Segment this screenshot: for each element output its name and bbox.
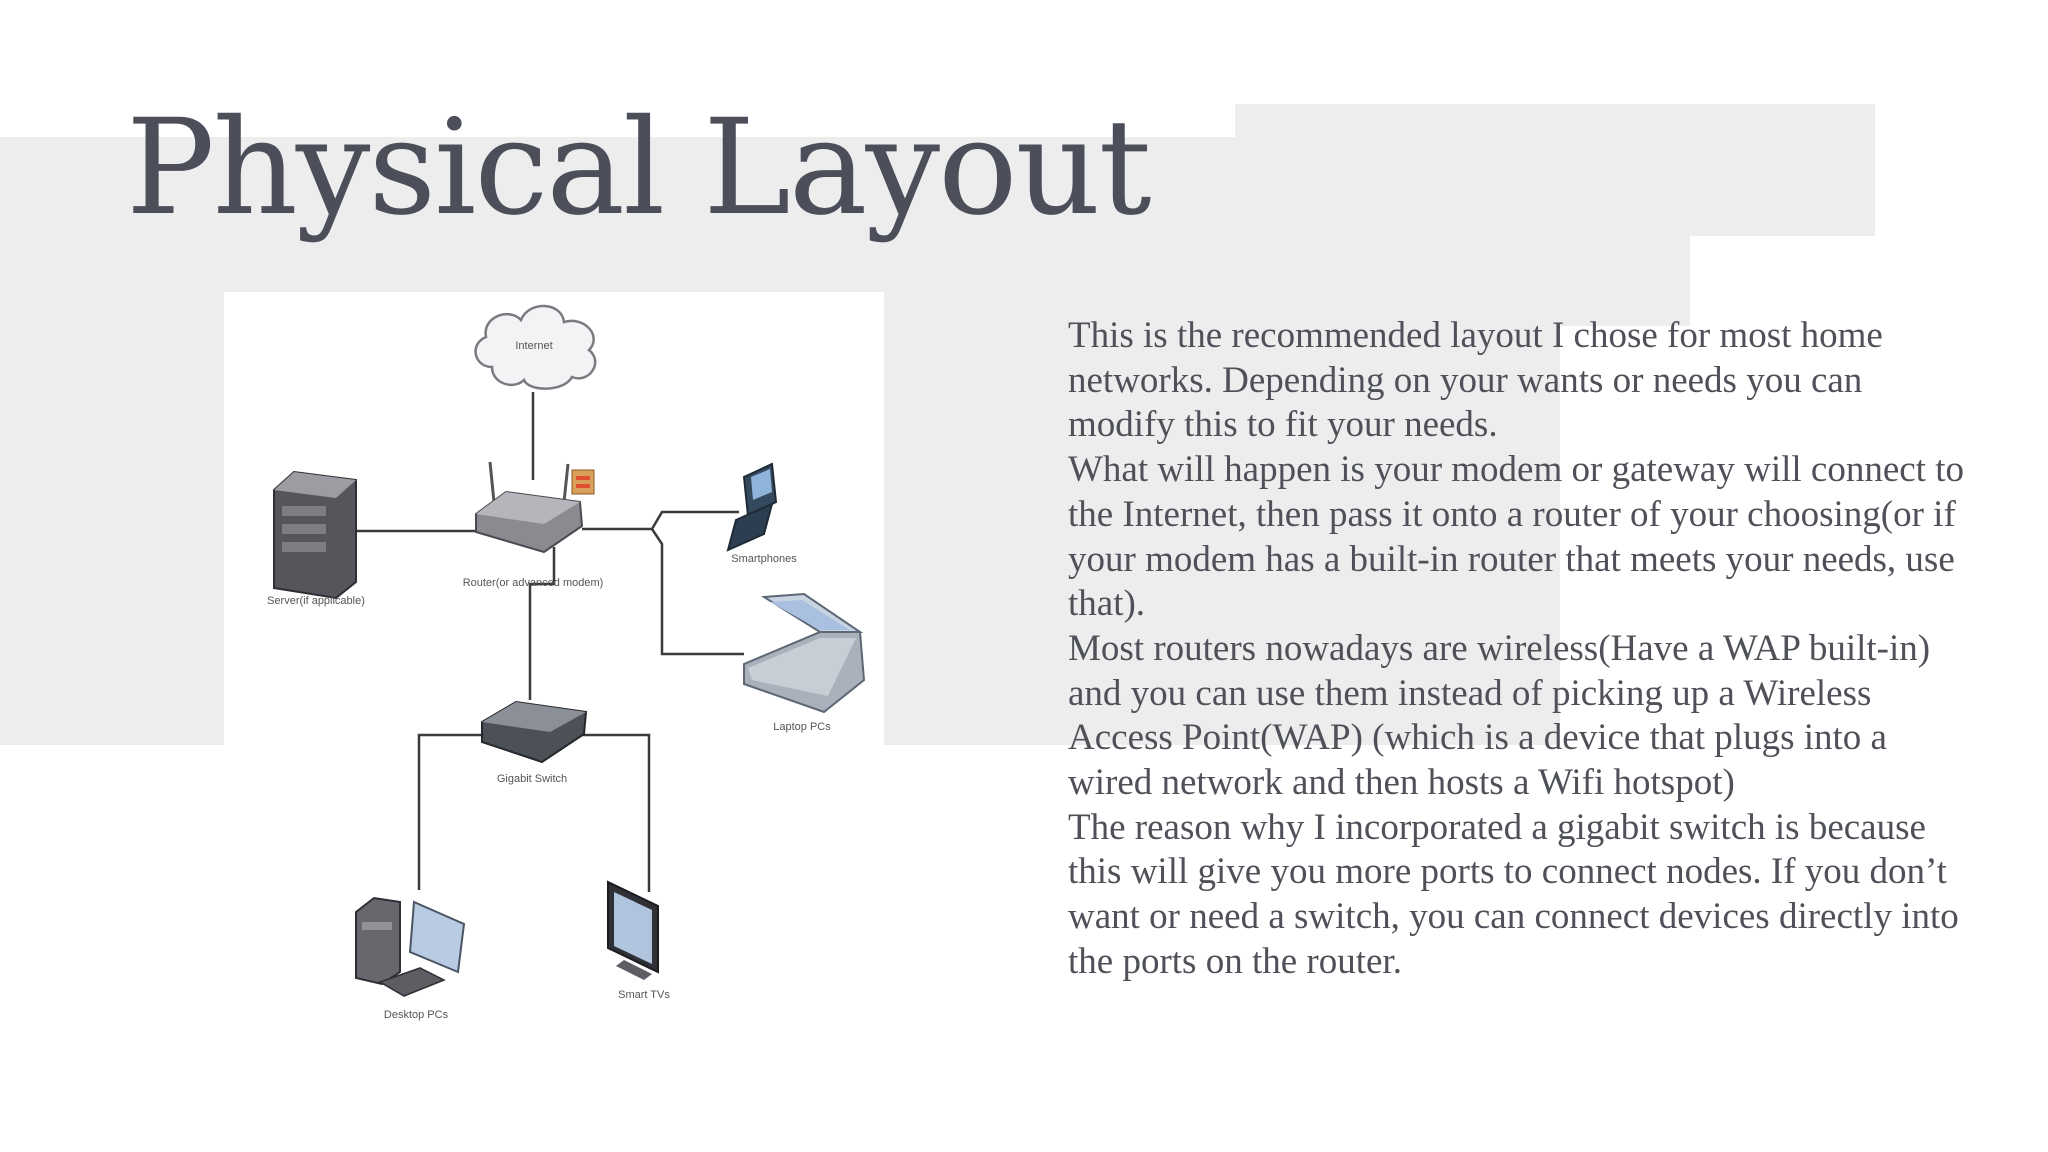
page-title: Physical Layout (126, 91, 1152, 245)
router-icon: Router(or advanced modem) (463, 461, 604, 589)
desktops-label: Desktop PCs (384, 1009, 449, 1021)
smartphone-icon: Smartphones (726, 462, 797, 565)
server-label: Server(if applicable) (267, 595, 365, 607)
link-router-smartphones (582, 510, 739, 531)
background-block-top-right (1235, 104, 1875, 236)
internet-label: Internet (515, 340, 552, 352)
paragraph-2: What will happen is your modem or gatewa… (1068, 449, 1964, 625)
desktop-pc-icon: Desktop PCs (355, 896, 466, 1021)
link-router-laptops (650, 528, 744, 656)
connection-lines (354, 392, 744, 892)
firewall-icon (571, 469, 595, 495)
cloud-icon: Internet (474, 304, 597, 390)
background-block-right (1555, 236, 1690, 326)
router-label: Router(or advanced modem) (463, 577, 604, 589)
smartphones-label: Smartphones (731, 553, 797, 565)
paragraph-4: The reason why I incorporated a gigabit … (1068, 806, 1959, 982)
server-icon: Server(if applicable) (267, 470, 365, 607)
smart-tvs-label: Smart TVs (618, 989, 670, 1001)
laptops-label: Laptop PCs (773, 721, 831, 733)
smart-tv-icon: Smart TVs (607, 880, 670, 1001)
link-switch-smarttvs (574, 733, 651, 892)
link-switch-desktops (417, 733, 514, 890)
laptop-icon: Laptop PCs (743, 592, 866, 733)
paragraph-3: Most routers nowadays are wireless(Have … (1068, 627, 1931, 804)
paragraph-1: This is the recommended layout I chose f… (1068, 315, 1883, 446)
switch-icon: Gigabit Switch (481, 700, 588, 785)
network-diagram-svg: Internet Router(or advanced modem) Serve… (267, 304, 866, 1021)
body-text: This is the recommended layout I chose f… (1068, 314, 1968, 985)
switch-label: Gigabit Switch (497, 773, 567, 785)
network-diagram: Internet Router(or advanced modem) Serve… (224, 292, 884, 1052)
link-router-switch (528, 547, 556, 700)
